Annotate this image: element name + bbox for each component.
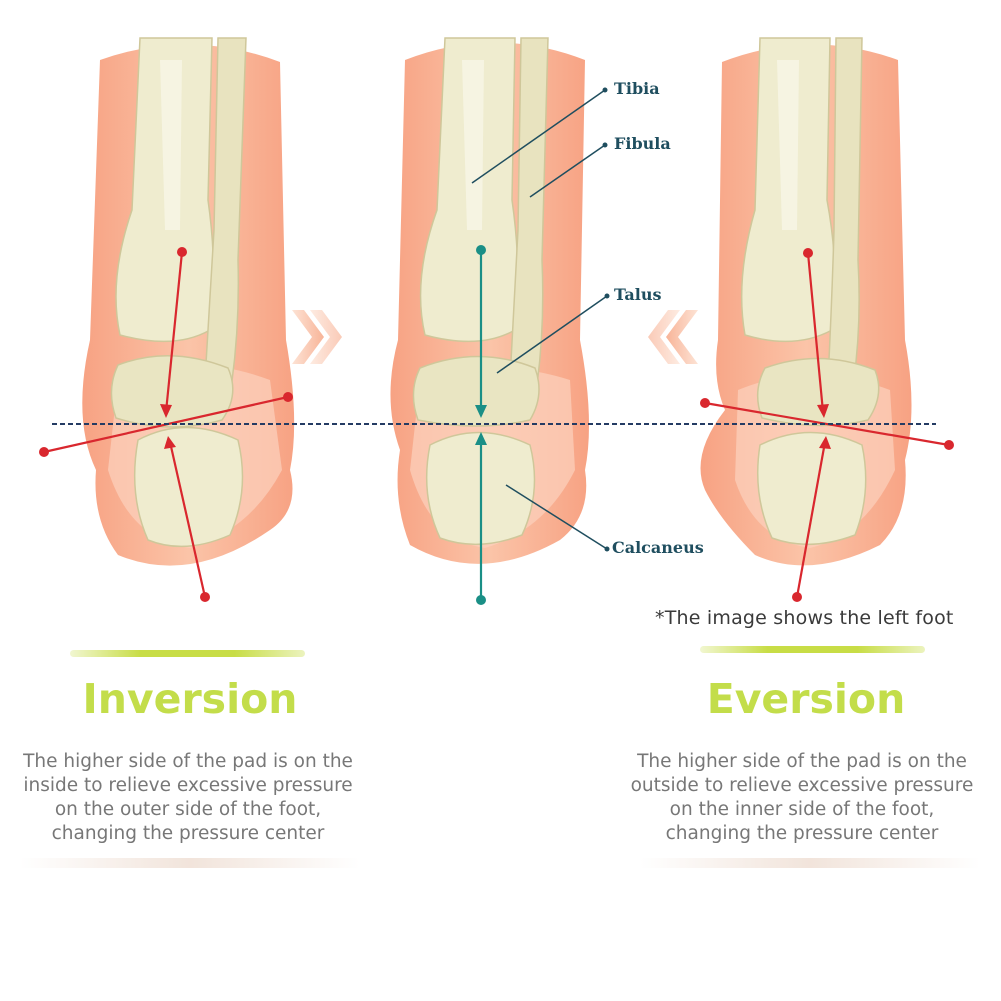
foot-neutral: [390, 37, 610, 605]
talus-bone-mid: [412, 355, 540, 427]
talus-label: Talus: [614, 285, 662, 304]
eversion-accent-bar: [700, 646, 925, 653]
inversion-heading: Inversion: [82, 675, 298, 723]
left-foot-note: *The image shows the left foot: [655, 607, 954, 629]
inversion-description: The higher side of the pad is on the ins…: [23, 751, 353, 844]
fibula-label: Fibula: [614, 134, 671, 153]
tibia-label: Tibia: [614, 79, 660, 98]
eversion-description: The higher side of the pad is on the out…: [630, 751, 974, 844]
calcaneus-label: Calcaneus: [612, 538, 704, 557]
bottom-fade-right: [640, 858, 980, 868]
calcaneus-bone-right: [756, 431, 867, 545]
talus-bone-left: [110, 354, 234, 428]
chevron-left-icon: [648, 310, 698, 364]
bottom-fade-left: [20, 858, 360, 868]
talus-bone-right: [756, 357, 880, 427]
chevron-right-icon: [292, 310, 342, 364]
inversion-accent-bar: [70, 650, 305, 657]
foot-eversion: [700, 37, 954, 602]
eversion-heading: Eversion: [706, 675, 906, 723]
foot-inversion: [39, 37, 295, 602]
calcaneus-bone-left: [133, 426, 244, 548]
